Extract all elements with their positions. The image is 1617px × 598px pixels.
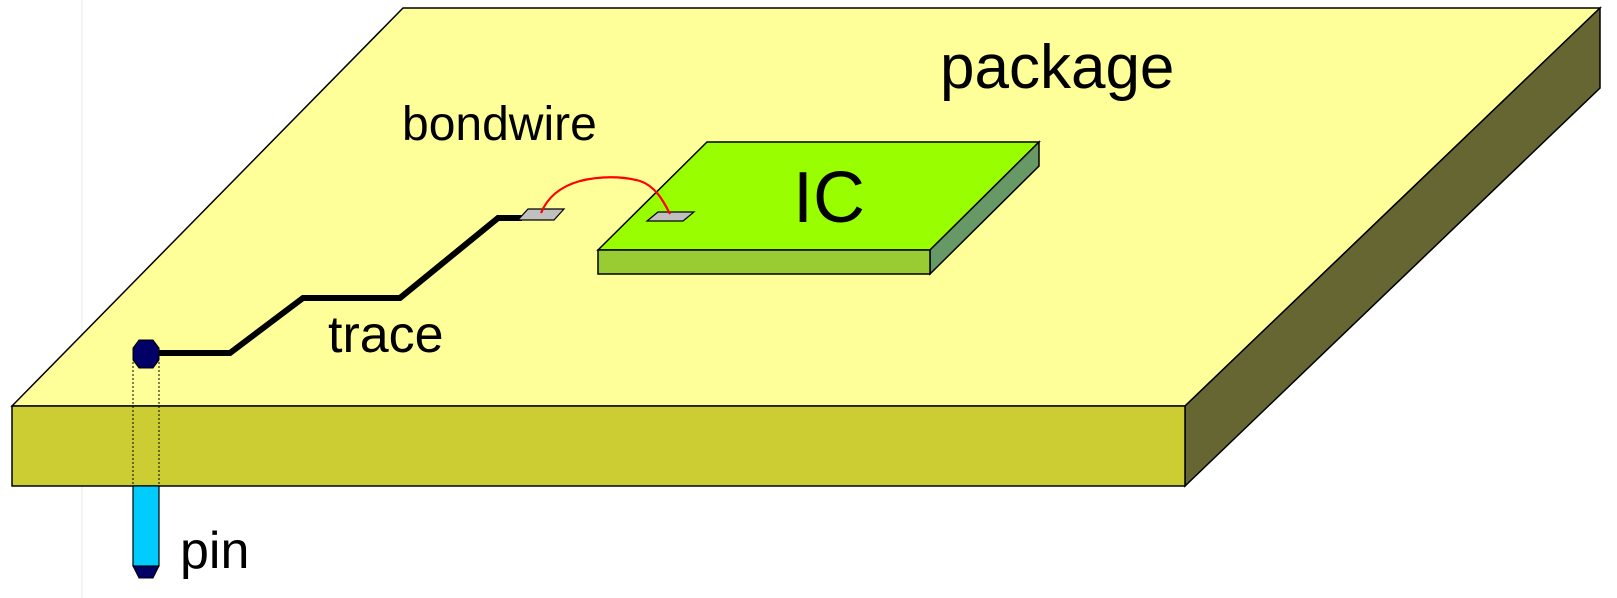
- bondwire: [539, 176, 671, 215]
- trace-line: [147, 215, 522, 356]
- pin-tip: [132, 565, 160, 579]
- pin-head: [132, 339, 160, 369]
- package-bond-pad: [516, 208, 566, 221]
- ic-label: IC: [793, 158, 865, 238]
- ic-die: [596, 140, 1041, 276]
- pin-shaft: [132, 485, 160, 567]
- bondwire-label: bondwire: [402, 98, 597, 151]
- pin-label: pin: [180, 522, 249, 580]
- package-label: package: [940, 33, 1174, 102]
- ic-bond-pad: [645, 211, 696, 222]
- pin: [132, 339, 160, 579]
- ic-front-face: [597, 249, 931, 275]
- trace-label: trace: [328, 306, 444, 364]
- package-front-face: [11, 405, 1186, 487]
